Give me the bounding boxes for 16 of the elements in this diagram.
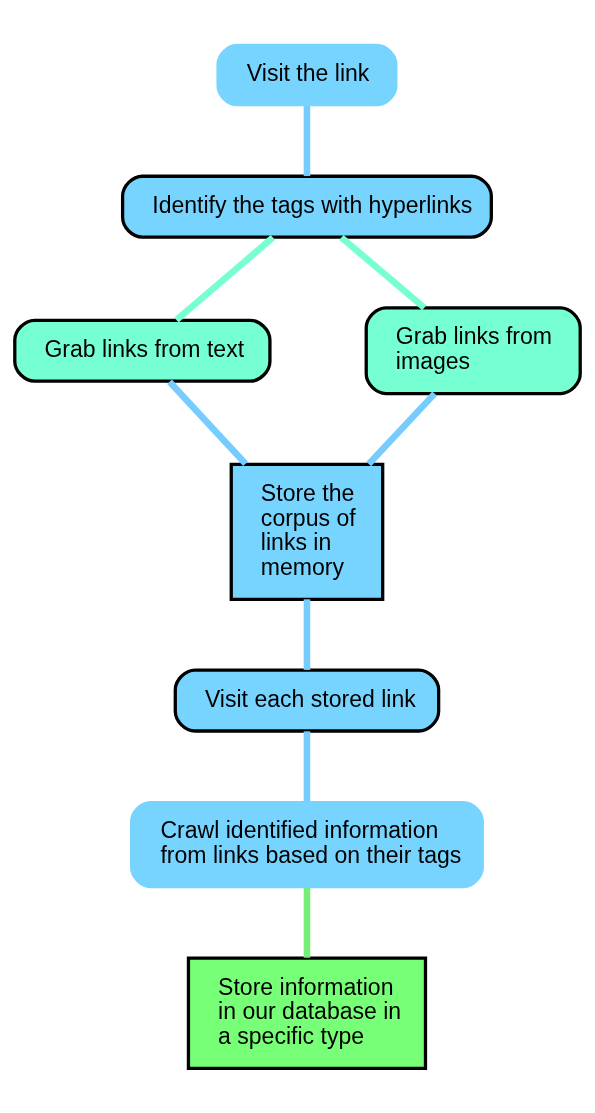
connector	[303, 599, 311, 670]
connector	[339, 235, 427, 311]
node-box: Grab links from images	[364, 306, 582, 396]
node-box: Store the corpus of links in memory	[229, 462, 385, 601]
node-box: Identify the tags with hyperlinks	[120, 174, 493, 239]
node-box: Store information in our database in a specific type	[186, 956, 428, 1071]
connector	[174, 235, 275, 323]
connector	[303, 731, 311, 802]
connector	[366, 391, 438, 467]
connector	[167, 379, 248, 467]
node-box: Visit the link	[216, 43, 398, 107]
node-box: Crawl identified information from links based on their tags	[130, 800, 484, 889]
connector	[303, 105, 311, 177]
node-box: Grab links from text	[13, 318, 272, 383]
connector	[303, 887, 311, 958]
node-box: Visit each stored link	[173, 668, 441, 733]
